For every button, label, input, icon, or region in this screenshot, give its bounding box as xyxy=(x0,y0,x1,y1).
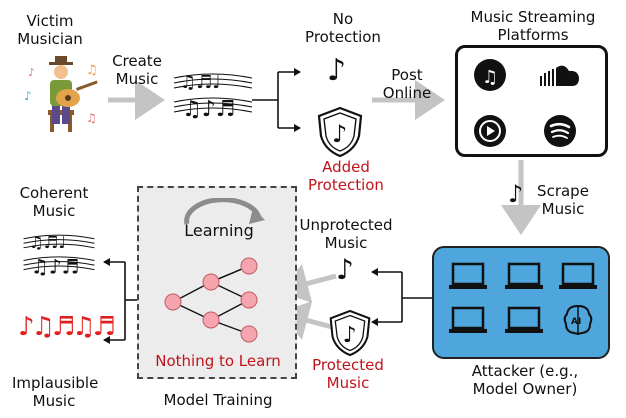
learning-label: Learning xyxy=(184,221,254,240)
unprotected-note-icon: ♪ xyxy=(336,253,354,286)
svg-text:♪: ♪ xyxy=(28,66,35,79)
svg-text:♪: ♪ xyxy=(332,120,347,148)
svg-text:♫♪♬: ♫♪♬ xyxy=(182,97,236,122)
svg-text:AI: AI xyxy=(571,317,581,327)
ai-brain-icon: AI xyxy=(563,304,593,336)
implausible-notes-icon: ♪♫♬♫♬ xyxy=(18,312,116,342)
svg-text:♫: ♫ xyxy=(86,63,98,78)
attacker-box: AI xyxy=(432,246,610,359)
svg-text:♪: ♪ xyxy=(343,323,357,348)
youtube-music-icon xyxy=(474,115,506,147)
neural-network-icon xyxy=(164,257,258,343)
musician-icon: ♫ ♪ ♪ ♫ xyxy=(24,56,98,132)
svg-text:♫♬♩: ♫♬♩ xyxy=(180,72,221,93)
svg-text:♪: ♪ xyxy=(24,89,32,103)
spotify-icon xyxy=(544,115,576,147)
svg-text:♫: ♫ xyxy=(86,111,97,125)
model-training-box: Learning Nothing to Learn xyxy=(137,186,297,379)
apple-music-icon: ♫ xyxy=(474,59,506,91)
attacker-connector xyxy=(371,268,432,326)
laptop-icon xyxy=(449,262,487,289)
laptop-icon xyxy=(449,306,487,333)
platforms-box: ♫ xyxy=(455,45,608,157)
svg-text:♫♬♩: ♫♬♩ xyxy=(29,233,66,252)
music-note-icon: ♪ xyxy=(327,53,347,88)
laptop-icon xyxy=(559,262,597,289)
model-training-label: Model Training xyxy=(163,391,273,409)
protected-shield-note-icon: ♪ xyxy=(329,309,371,357)
svg-text:♫: ♫ xyxy=(482,67,498,88)
learning-cycle-icon xyxy=(184,198,265,225)
nothing-to-learn-label: Nothing to Learn xyxy=(155,352,281,370)
coherent-sheet-music-icon: ♫♬♩ ♫♪♬ xyxy=(23,233,95,278)
branch-connector xyxy=(252,68,301,132)
training-output-connector xyxy=(103,258,137,344)
svg-text:♫♪♬: ♫♪♬ xyxy=(31,254,80,278)
laptop-icon xyxy=(505,262,543,289)
soundcloud-icon xyxy=(540,65,579,86)
shield-note-icon: ♪ xyxy=(317,106,363,158)
sheet-music-icon: ♫♬♩ ♫♪♬ xyxy=(173,72,253,122)
scrape-note-icon: ♪ xyxy=(508,180,524,208)
attacker-label: Attacker (e.g.,Model Owner) xyxy=(471,362,579,398)
laptop-icon xyxy=(505,306,543,333)
